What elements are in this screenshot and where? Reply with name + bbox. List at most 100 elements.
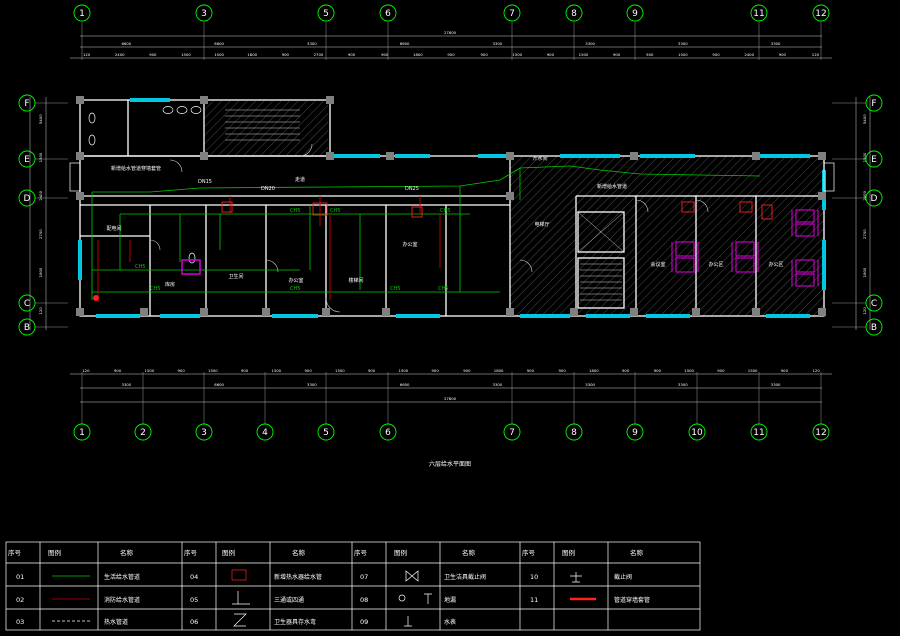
dimension-value: 1500 (214, 52, 224, 57)
axis-circle-bottom (317, 423, 335, 441)
axis-circle-bottom (812, 423, 830, 441)
dimension-value: 900 (481, 52, 489, 57)
dimension-value: 1500 (684, 368, 694, 373)
dimension-value: 900 (241, 368, 249, 373)
axis-circle-bottom (688, 423, 706, 441)
axis-number-top: 8 (571, 9, 577, 19)
legend-header-no-4: 序号 (522, 548, 536, 557)
axis-circle-side (865, 318, 883, 336)
tee-icon (424, 593, 432, 604)
label-office-area: 办公区 (708, 261, 723, 268)
legend-table: 序号 图例 名称 序号 图例 名称 序号 图例 名称 序号 图例 名称 01 生… (5, 541, 701, 631)
axis-letter: C (24, 299, 30, 309)
dimension-value: 1500 (678, 52, 688, 57)
axis-circle-side (865, 150, 883, 168)
axis-circle-top (626, 4, 644, 22)
axis-circle-bottom (626, 423, 644, 441)
dimension-value: 2400 (38, 190, 43, 200)
axis-letter: B (24, 323, 30, 333)
dimension-value: 1500 (145, 368, 155, 373)
dimension-value: 900 (717, 368, 725, 373)
dimension-value: 900 (282, 52, 290, 57)
legend-header-no-3: 序号 (354, 548, 368, 557)
dimension-value: 6600 (214, 382, 224, 387)
pipe-label: CH5 (135, 264, 145, 270)
legend-header-no-2: 序号 (184, 548, 198, 557)
axis-number-bottom: 3 (201, 428, 207, 438)
dimension-value: 1500 (512, 52, 522, 57)
legend-no: 02 (16, 596, 24, 604)
dimension-value: 120 (812, 52, 820, 57)
pipe-label: CH5 (438, 286, 448, 292)
legend-name: 消防给水管道 (104, 596, 140, 604)
dimension-value: 120 (82, 368, 90, 373)
legend-header-sym-3: 图例 (394, 548, 407, 557)
axis-number-top: 12 (815, 9, 826, 19)
room-labels: 新增给水管道穿墙套管 DN15 DN20 DN25 配电间 库房 卫生间 办公室… (106, 155, 783, 288)
label-boiling-room: 开水间 (532, 155, 547, 162)
axis-circle-bottom (195, 423, 213, 441)
axis-circle-bottom (379, 423, 397, 441)
legend-header-name-1: 名称 (120, 548, 134, 557)
dimension-value: 2700 (38, 229, 43, 239)
dimension-value: 900 (381, 52, 389, 57)
heater-icon (231, 569, 247, 581)
dimension-value: 3300 (771, 41, 781, 46)
legend-name: 截止阀 (614, 573, 632, 581)
axis-circle-top (812, 4, 830, 22)
dimension-value: 900 (613, 52, 621, 57)
axis-circle-top (565, 4, 583, 22)
legend-name: 管道穿墙套管 (614, 596, 650, 604)
label-power-room: 配电间 (106, 225, 121, 232)
axis-number-bottom: 9 (632, 428, 638, 438)
label-stair: 楼梯间 (348, 277, 363, 284)
label-dn15: DN15 (198, 179, 212, 185)
legend-name: 热水管道 (104, 618, 128, 626)
axis-number-top: 6 (385, 9, 391, 19)
dimension-value: 1500 (335, 368, 345, 373)
dimension-value: 3300 (493, 41, 503, 46)
dimension-value: 2400 (115, 52, 125, 57)
dimension-value: 1500 (862, 152, 867, 162)
dimension-value: 5400 (862, 114, 867, 124)
dimension-value: 6600 (122, 41, 132, 46)
furniture (671, 209, 819, 287)
dimension-value: 3300 (678, 41, 688, 46)
hatched-area-east (510, 156, 824, 316)
axis-number-bottom: 1 (79, 428, 85, 438)
axis-number-top: 1 (79, 9, 85, 19)
label-corridor: 走道 (295, 176, 305, 183)
label-office-2: 办公室 (402, 241, 417, 248)
dimension-value: 2700 (314, 52, 324, 57)
axis-circle-bottom (565, 423, 583, 441)
axis-circle-side (18, 294, 36, 312)
dimension-lines (29, 35, 871, 403)
dimension-value: 120 (862, 307, 867, 315)
axis-circle-bottom (134, 423, 152, 441)
dimension-value: 900 (559, 368, 567, 373)
label-toilet: 卫生间 (228, 273, 243, 280)
dimension-value: 1500 (38, 152, 43, 162)
dimension-value: 1800 (247, 52, 257, 57)
label-office-1: 办公室 (288, 277, 303, 284)
dimension-value: 1800 (38, 267, 43, 277)
legend-no: 11 (530, 596, 538, 604)
dimension-value: 900 (779, 52, 787, 57)
dimension-value: 900 (781, 368, 789, 373)
legend-no: 01 (16, 573, 24, 581)
axis-number-top: 9 (632, 9, 638, 19)
elbow-icon (233, 613, 247, 627)
dimension-value: 2400 (862, 190, 867, 200)
axis-circle-side (865, 94, 883, 112)
legend-no: 04 (190, 573, 198, 581)
axis-circle-top (73, 4, 91, 22)
dimension-value: 6600 (400, 382, 410, 387)
valve-icon (570, 572, 582, 583)
dimension-value: 1800 (494, 368, 504, 373)
dimension-value: 1500 (272, 368, 282, 373)
legend-no: 07 (360, 573, 368, 581)
label-storage: 库房 (165, 281, 175, 288)
legend-name: 水表 (444, 618, 456, 626)
